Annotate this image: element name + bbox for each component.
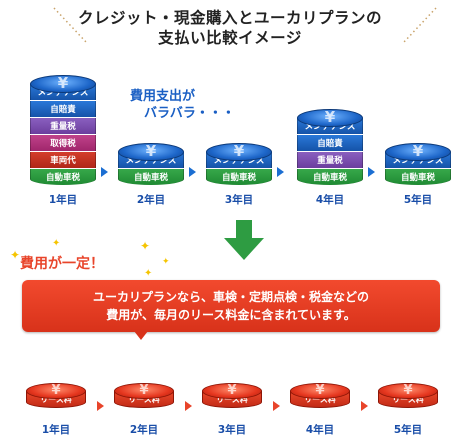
- coin-top: ¥: [202, 383, 262, 399]
- cost-layer: 自動車税: [30, 169, 96, 185]
- lease-coin: リース料¥: [290, 383, 350, 417]
- arrow-right-icon: [368, 167, 375, 177]
- year-label: 1年目: [41, 424, 71, 436]
- yen-icon: ¥: [412, 142, 424, 161]
- cost-layer: 自動車税: [385, 169, 451, 185]
- year-label: 4年目: [305, 424, 335, 436]
- arrow-right-icon: [185, 401, 192, 411]
- decorative-dots-left: [53, 7, 87, 43]
- year-label: 4年目: [315, 194, 345, 206]
- year-label: 2年目: [136, 194, 166, 206]
- fixed-cost-label: 費用が一定！: [20, 256, 104, 272]
- coin-top: ¥: [114, 383, 174, 399]
- yen-icon: ¥: [403, 382, 413, 398]
- cost-layer: 自動車税: [206, 169, 272, 185]
- sparkle-icon: ✦: [144, 268, 153, 279]
- yen-icon: ¥: [145, 142, 157, 161]
- year-label: 1年目: [48, 194, 78, 206]
- banner-line1: ユーカリプランなら、車検・定期点検・税金などの: [92, 290, 369, 304]
- yen-icon: ¥: [51, 382, 61, 398]
- cylinder-top: ¥: [297, 108, 363, 127]
- sparkle-icon: ✦: [162, 257, 170, 267]
- arrow-right-icon: [361, 401, 368, 411]
- cost-layer: 重量税: [297, 152, 363, 168]
- year-label: 3年目: [217, 424, 247, 436]
- plan-banner: ユーカリプランなら、車検・定期点検・税金などの 費用が、毎月のリース料金に含まれ…: [22, 280, 440, 332]
- cost-stack: メンテナンス自動車税¥: [206, 142, 272, 186]
- coin-top: ¥: [26, 383, 86, 399]
- down-arrow-icon: [224, 220, 264, 260]
- cylinder-top: ¥: [30, 74, 96, 93]
- year-label: 5年目: [393, 424, 423, 436]
- banner-line2: 費用が、毎月のリース料金に含まれています。: [106, 308, 356, 322]
- cost-stack: メンテナンス自賠責重量税自動車税¥: [297, 108, 363, 186]
- yen-icon: ¥: [315, 382, 325, 398]
- expense-note: 費用支出が バラバラ・・・: [130, 88, 235, 122]
- cost-layer: 自動車税: [118, 169, 184, 185]
- arrow-right-icon: [273, 401, 280, 411]
- cost-stack: メンテナンス自動車税¥: [385, 142, 451, 186]
- cost-stack: メンテナンス自賠責重量税取得税車両代自動車税¥: [30, 74, 96, 186]
- lease-coin: リース料¥: [26, 383, 86, 417]
- arrow-right-icon: [97, 401, 104, 411]
- arrow-right-icon: [189, 167, 196, 177]
- decorative-dots-right: [403, 7, 437, 43]
- banner-tail: [134, 331, 148, 340]
- lease-coin: リース料¥: [378, 383, 438, 417]
- sparkle-icon: ✦: [140, 239, 151, 253]
- expense-note-line1: 費用支出が: [130, 89, 196, 104]
- yen-icon: ¥: [233, 142, 245, 161]
- cost-layer: 自賠責: [297, 135, 363, 151]
- title-line1: クレジット・現金購入とユーカリプランの: [77, 9, 382, 27]
- lease-coin: リース料¥: [202, 383, 262, 417]
- cost-layer: 車両代: [30, 152, 96, 168]
- cost-stack: メンテナンス自動車税¥: [118, 142, 184, 186]
- yen-icon: ¥: [227, 382, 237, 398]
- lease-coin: リース料¥: [114, 383, 174, 417]
- yen-icon: ¥: [139, 382, 149, 398]
- yen-icon: ¥: [324, 108, 336, 127]
- title-line2: 支払い比較イメージ: [158, 29, 302, 47]
- sparkle-icon: ✦: [10, 248, 21, 262]
- sparkle-icon: ✦: [52, 238, 61, 249]
- expense-note-line2: バラバラ・・・: [144, 106, 235, 121]
- cost-layer: 自賠責: [30, 101, 96, 117]
- coin-top: ¥: [290, 383, 350, 399]
- cylinder-top: ¥: [118, 142, 184, 161]
- cost-layer: 取得税: [30, 135, 96, 151]
- year-label: 5年目: [403, 194, 433, 206]
- coin-top: ¥: [378, 383, 438, 399]
- year-label: 2年目: [129, 424, 159, 436]
- cost-layer: 重量税: [30, 118, 96, 134]
- cylinder-top: ¥: [206, 142, 272, 161]
- year-label: 3年目: [224, 194, 254, 206]
- cost-layer: 自動車税: [297, 169, 363, 185]
- cylinder-top: ¥: [385, 142, 451, 161]
- arrow-right-icon: [277, 167, 284, 177]
- arrow-right-icon: [101, 167, 108, 177]
- yen-icon: ¥: [57, 74, 69, 93]
